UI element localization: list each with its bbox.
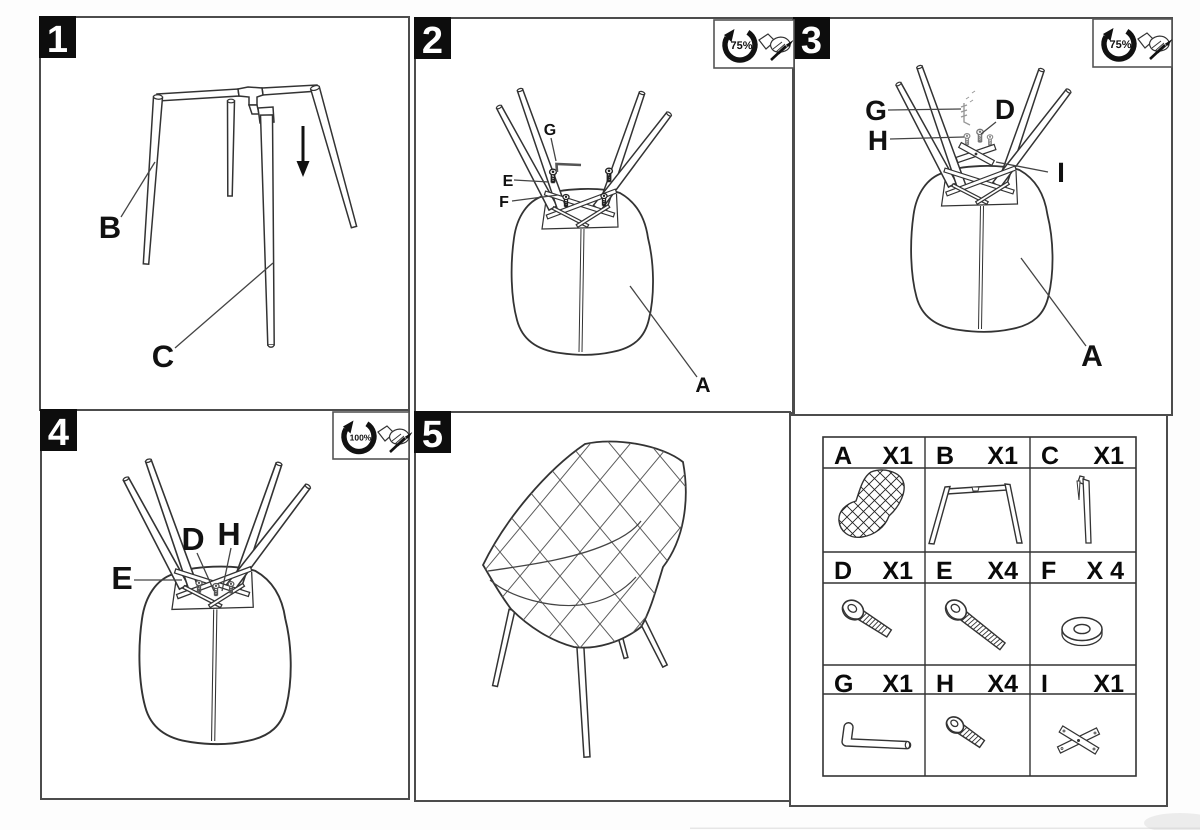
svg-text:X1: X1 bbox=[882, 670, 913, 698]
svg-text:D: D bbox=[834, 557, 852, 585]
svg-text:I: I bbox=[1057, 157, 1065, 188]
svg-text:D: D bbox=[181, 521, 204, 557]
svg-text:E: E bbox=[503, 173, 514, 190]
svg-text:X1: X1 bbox=[882, 442, 913, 470]
svg-text:H: H bbox=[217, 516, 240, 552]
svg-text:E: E bbox=[936, 557, 953, 585]
svg-text:C: C bbox=[1041, 442, 1059, 470]
svg-text:4: 4 bbox=[48, 412, 69, 454]
svg-text:B: B bbox=[99, 210, 121, 245]
svg-text:A: A bbox=[695, 374, 710, 397]
svg-text:1: 1 bbox=[47, 19, 68, 61]
svg-text:B: B bbox=[936, 442, 954, 470]
svg-text:75%: 75% bbox=[730, 40, 752, 52]
svg-text:A: A bbox=[1081, 340, 1103, 373]
svg-text:2: 2 bbox=[422, 20, 443, 62]
svg-text:X1: X1 bbox=[1093, 442, 1124, 470]
svg-text:C: C bbox=[152, 339, 174, 374]
svg-text:D: D bbox=[995, 94, 1015, 125]
svg-text:E: E bbox=[111, 560, 132, 596]
svg-text:F: F bbox=[499, 194, 509, 211]
svg-text:X 4: X 4 bbox=[1086, 557, 1124, 585]
svg-text:X1: X1 bbox=[1093, 670, 1124, 698]
svg-text:5: 5 bbox=[422, 414, 443, 456]
svg-text:75%: 75% bbox=[1109, 39, 1131, 51]
svg-text:F: F bbox=[1041, 557, 1056, 585]
svg-text:100%: 100% bbox=[350, 433, 372, 443]
svg-text:I: I bbox=[1041, 670, 1048, 698]
svg-text:X1: X1 bbox=[987, 442, 1018, 470]
svg-text:G: G bbox=[865, 95, 887, 126]
svg-text:X4: X4 bbox=[987, 670, 1018, 698]
svg-text:G: G bbox=[834, 670, 853, 698]
svg-text:X4: X4 bbox=[987, 557, 1018, 585]
svg-text:A: A bbox=[834, 442, 852, 470]
svg-text:X1: X1 bbox=[882, 557, 913, 585]
svg-text:H: H bbox=[936, 670, 954, 698]
svg-text:3: 3 bbox=[801, 20, 822, 62]
svg-text:G: G bbox=[544, 122, 556, 139]
svg-text:H: H bbox=[868, 125, 888, 156]
